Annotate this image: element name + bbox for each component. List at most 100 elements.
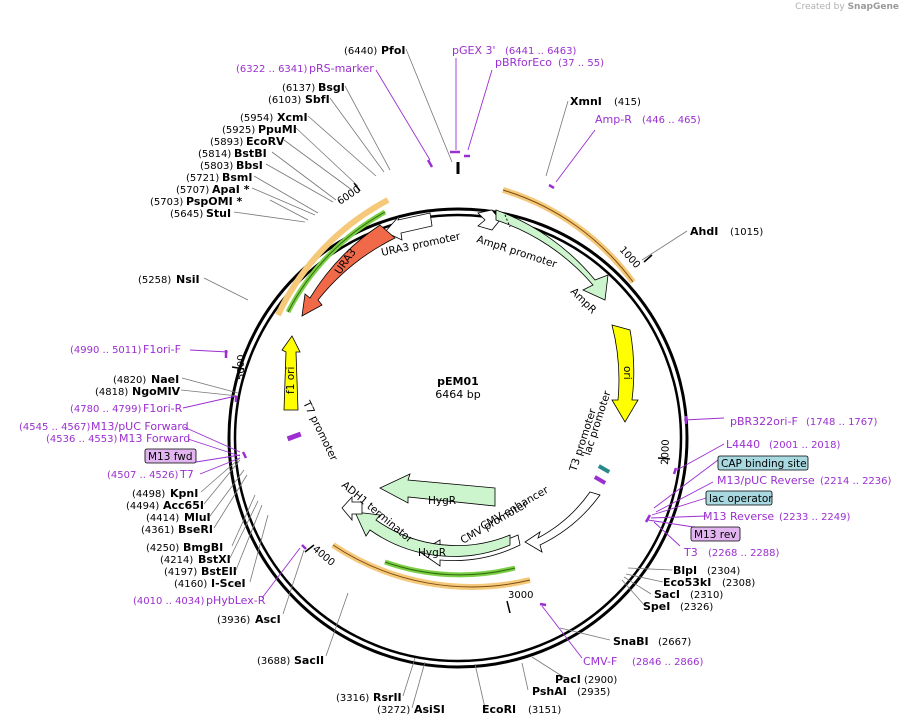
- primer-pos-pgex3: (6441 .. 6463): [505, 46, 577, 57]
- site-pos-acc65i: (4494): [126, 501, 159, 512]
- ori-arrow: [611, 324, 639, 423]
- feature-f1-ori: f1 ori: [285, 367, 297, 394]
- tick-label-2000: 2000: [660, 439, 672, 465]
- primer-name-amp-r: Amp-R: [595, 113, 632, 126]
- enzyme-leader-lines: [180, 48, 688, 709]
- site-name-mlui: MluI: [184, 511, 211, 524]
- site-name-pspomi: PspOMI *: [186, 195, 243, 208]
- badge-lac-operator: lac operator: [705, 490, 773, 506]
- ampr-promoter-arrow: [477, 209, 501, 231]
- site-name-bbsi: BbsI: [236, 159, 263, 172]
- site-pos-mlui: (4414): [146, 513, 179, 524]
- snapgene-credit: Created by SnapGene: [795, 2, 899, 12]
- hygr-arrow-outer: [354, 511, 511, 557]
- badge-label-m13-fwd: M13 fwd: [148, 451, 193, 463]
- primer-pos-f1ori-r: (4780 .. 4799): [70, 404, 142, 415]
- t7-promoter-mark: [286, 431, 302, 442]
- site-name-sbfi: SbfI: [305, 93, 330, 106]
- site-name-acc65i: Acc65I: [163, 499, 204, 512]
- site-pos-nsii: (5258): [138, 275, 171, 286]
- badge-label-lac-operator: lac operator: [709, 493, 773, 505]
- site-name-ppumi: PpuMI: [258, 123, 297, 136]
- hygr-green-line: [384, 561, 516, 576]
- primer-pos-pbr322ori-f: (1748 .. 1767): [806, 417, 878, 428]
- badge-label-m13-rev: M13 rev: [694, 529, 737, 541]
- site-name-nsii: NsiI: [176, 273, 200, 286]
- primer-name-pbrforeco: pBRforEco: [495, 56, 552, 69]
- site-pos-bbsi: (5803): [200, 161, 233, 172]
- site-name-kpni: KpnI: [170, 487, 198, 500]
- site-pos-ppumi: (5925): [222, 125, 255, 136]
- primer-pos-l4440: (2001 .. 2018): [769, 440, 841, 451]
- site-name-pfoi: PfoI: [381, 44, 406, 57]
- site-pos-ngomiv: (4818): [95, 387, 128, 398]
- lac-mark-1: [597, 464, 611, 474]
- site-pos-bmgbi: (4250): [146, 543, 179, 554]
- backbone-outer: [227, 207, 689, 669]
- primer-pos-prs-marker: (6322 .. 6341): [236, 64, 308, 75]
- tick-marks: [231, 182, 671, 614]
- site-name-i-scei: I-SceI: [211, 577, 246, 590]
- site-pos-eco53ki: (2308): [722, 578, 755, 589]
- primer-pos-f1ori-f: (4990 .. 5011): [70, 345, 142, 356]
- site-pos-spei: (2326): [680, 602, 713, 613]
- site-name-ecorv: EcoRV: [246, 135, 285, 148]
- site-pos-saci: (2310): [690, 590, 723, 601]
- feature-t7-promoter: T7 promoter: [300, 398, 340, 463]
- site-pos-rsrii: (3316): [336, 693, 369, 704]
- primer-pos-phyblex-r: (4010 .. 4034): [133, 596, 205, 607]
- site-pos-pfoi: (6440): [344, 46, 377, 57]
- site-name-xcmi: XcmI: [277, 111, 308, 124]
- primer-pos-pbrforeco: (37 .. 55): [558, 58, 604, 69]
- primer-name-t7: T7: [179, 468, 194, 481]
- primer-pos-amp-r: (446 .. 465): [642, 115, 701, 126]
- site-name-rsrii: RsrII: [373, 691, 402, 704]
- site-pos-bstbi: (5814): [198, 149, 231, 160]
- site-name-snabi: SnaBI: [613, 635, 649, 648]
- enzyme-sites: (6440) PfoI (6137) BsgI (6103) SbfI (595…: [95, 44, 763, 716]
- ura3-promoter-arrow: [384, 212, 433, 241]
- site-name-ahdi: AhdI: [690, 225, 718, 238]
- feature-ori: ori: [621, 366, 633, 380]
- site-pos-ecorv: (5893): [210, 137, 243, 148]
- primer-name-cmv-f: CMV-F: [583, 655, 617, 668]
- site-name-asisi: AsiSI: [414, 703, 445, 716]
- site-pos-i-scei: (4160): [174, 579, 207, 590]
- feature-hygr-inner: HygR: [428, 495, 456, 507]
- hygr-highlight-line: [332, 544, 531, 588]
- site-name-bstxi: BstXI: [198, 553, 231, 566]
- primer-name-m13-reverse: M13 Reverse: [703, 510, 774, 523]
- site-pos-bsteii: (4197): [164, 567, 197, 578]
- backbone-inner: [233, 213, 683, 663]
- site-name-bseri: BseRI: [178, 523, 213, 536]
- adh1-terminator-arrow: [341, 495, 363, 522]
- site-name-eco53ki: Eco53kI: [663, 576, 711, 589]
- primer-name-t3: T3: [683, 546, 698, 559]
- site-pos-bseri: (4361): [141, 525, 174, 536]
- badge-m13-rev: M13 rev: [690, 526, 741, 542]
- primer-pos-m13-puc-reverse: (2214 .. 2236): [820, 476, 892, 487]
- site-name-bsmi: BsmI: [222, 171, 253, 184]
- primer-pos-t3: (2268 .. 2288): [708, 548, 780, 559]
- site-pos-stui: (5645): [170, 209, 203, 220]
- site-name-bmgbi: BmgBI: [183, 541, 223, 554]
- ura3-green-line: [287, 211, 386, 313]
- site-pos-paci: (2900): [584, 675, 617, 686]
- plasmid-length: 6464 bp: [435, 388, 480, 401]
- primer-name-f1ori-r: F1ori-R: [143, 402, 183, 415]
- plasmid-name: pEM01: [437, 375, 479, 388]
- primer-pos-m13-puc-forward: (4545 .. 4567): [19, 422, 91, 433]
- primer-markers: [224, 150, 688, 607]
- tick-label-3000: 3000: [508, 590, 533, 601]
- primer-name-m13-puc-reverse: M13/pUC Reverse: [717, 474, 815, 487]
- site-name-pshai: PshAI: [532, 685, 567, 698]
- site-name-saci: SacI: [654, 588, 680, 601]
- primer-name-pbr322ori-f: pBR322ori-F: [730, 415, 798, 428]
- primer-pos-m13-reverse: (2233 .. 2249): [779, 512, 851, 523]
- site-pos-sacii: (3688): [257, 656, 290, 667]
- badge-m13-fwd: M13 fwd: [144, 448, 197, 464]
- site-pos-ecori: (3151): [528, 705, 561, 716]
- site-pos-pspomi: (5703): [150, 197, 183, 208]
- ura3-arrow: [301, 224, 396, 317]
- site-pos-snabi: (2667): [658, 637, 691, 648]
